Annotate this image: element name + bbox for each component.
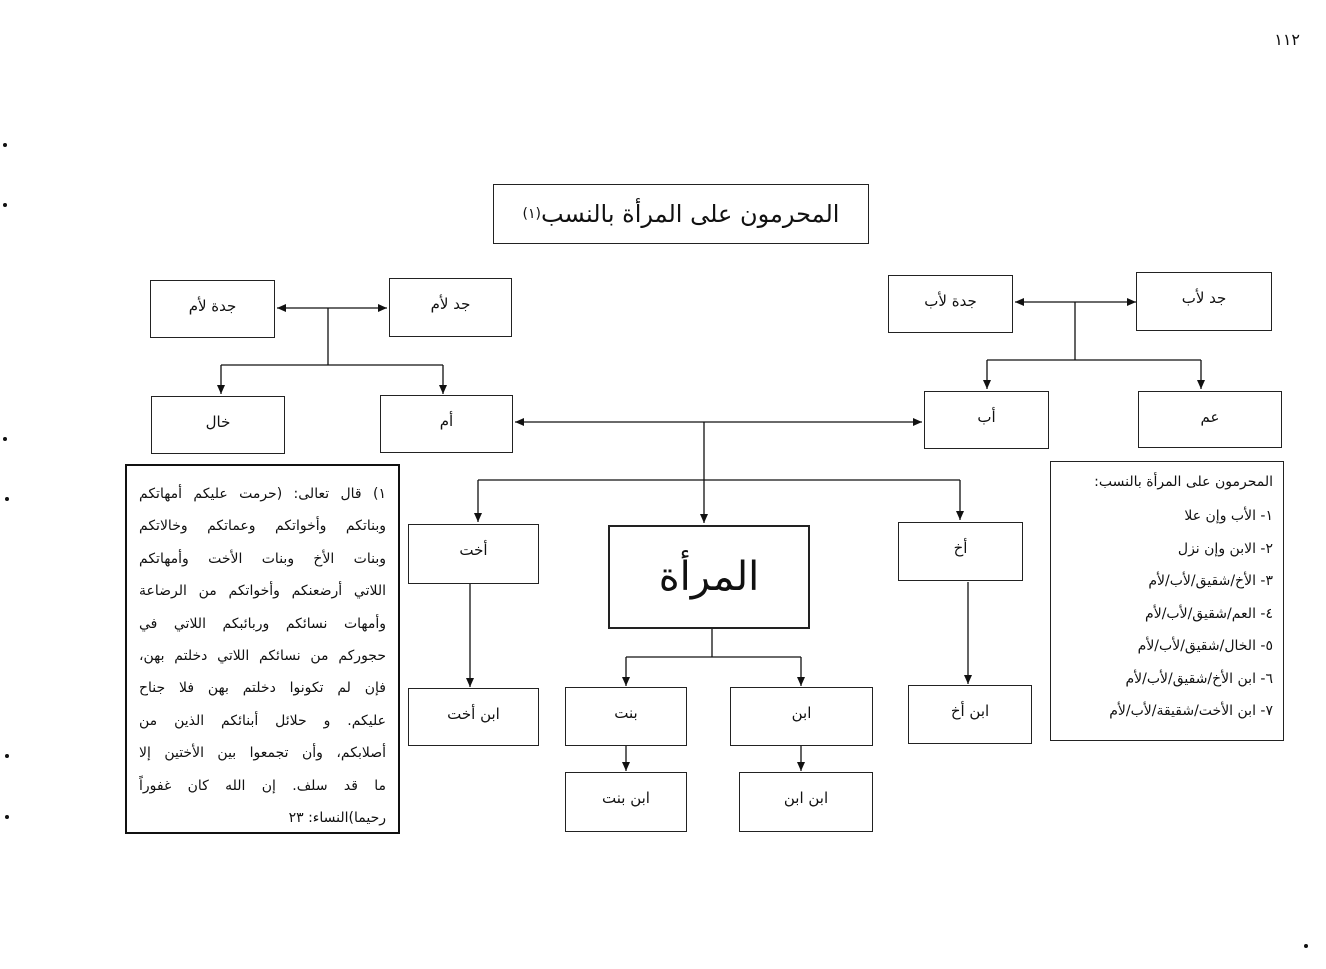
node-brother-son: ابن أخ bbox=[908, 685, 1032, 744]
node-label: المرأة bbox=[658, 554, 760, 600]
node-paternal-grandfather: جد لأب bbox=[1136, 272, 1272, 331]
footnote-line: وأمهات نسائكم وربائبكم اللاتي في bbox=[139, 615, 386, 632]
forbidden-list-item: ٦- ابن الأخ/شقيق/لأب/لأم bbox=[1125, 670, 1273, 687]
footnote-line: عليكم. و حلائل أبنائكم الذين من bbox=[139, 712, 386, 729]
node-label: ابن bbox=[791, 704, 812, 722]
scan-dot bbox=[5, 815, 9, 819]
node-mother: أم bbox=[380, 395, 513, 453]
node-label: ابن أخ bbox=[950, 702, 990, 720]
node-maternal-uncle: خال bbox=[151, 396, 285, 454]
footnote-line: وبنات الأخ وبنات الأخت وأمهاتكم bbox=[139, 550, 386, 567]
forbidden-list-item: ٧- ابن الأخت/شقيقة/لأب/لأم bbox=[1109, 703, 1273, 719]
scan-dot bbox=[1304, 944, 1308, 948]
footnote-line: فإن لم تكونوا دخلتم بهن فلا جناح bbox=[139, 680, 386, 697]
node-maternal-grandfather: جد لأم bbox=[389, 278, 512, 337]
node-sister-son: ابن أخت bbox=[408, 688, 539, 746]
node-son: ابن bbox=[730, 687, 873, 746]
node-label: عم bbox=[1200, 408, 1220, 426]
scan-dot bbox=[3, 143, 7, 147]
node-father: أب bbox=[924, 391, 1049, 449]
footnote-line: رحيما)النساء: ٢٣ bbox=[288, 810, 386, 827]
footnote-line: اللاتي أرضعنكم وأخواتكم من الرضاعة bbox=[139, 583, 386, 600]
diagram-title: المحرمون على المرأة بالنسب(١) bbox=[493, 184, 869, 244]
footnote-box: ١) قال تعالى: (حرمت عليكم أمهاتكم وبناتك… bbox=[125, 464, 400, 834]
node-label: جدة لأم bbox=[188, 297, 237, 315]
node-label: بنت bbox=[614, 704, 638, 722]
node-brother: أخ bbox=[898, 522, 1023, 581]
page-number: ١١٢ bbox=[1274, 30, 1300, 49]
scan-dot bbox=[3, 437, 7, 441]
node-woman: المرأة bbox=[608, 525, 810, 629]
scan-dot bbox=[3, 203, 7, 207]
node-paternal-uncle: عم bbox=[1138, 391, 1282, 448]
node-label: ابن بنت bbox=[602, 789, 650, 807]
node-label: أخت bbox=[459, 541, 488, 559]
node-label: ابن ابن bbox=[783, 789, 829, 807]
scan-dot bbox=[5, 497, 9, 501]
title-footnote-marker: (١) bbox=[522, 206, 541, 222]
forbidden-list-item: ٢- الابن وإن نزل bbox=[1177, 540, 1273, 557]
node-daughter-son: ابن بنت bbox=[565, 772, 687, 832]
node-maternal-grandmother: جدة لأم bbox=[150, 280, 275, 338]
node-label: ابن أخت bbox=[447, 705, 500, 723]
footnote-line: وبناتكم وأخواتكم وعماتكم وخالاتكم bbox=[139, 518, 386, 535]
node-label: جد لأب bbox=[1181, 289, 1227, 307]
node-son-son: ابن ابن bbox=[739, 772, 873, 832]
footnote-line: أصلابكم، وأن تجمعوا بين الأختين إلا bbox=[139, 745, 386, 762]
footnote-line: ١) قال تعالى: (حرمت عليكم أمهاتكم bbox=[139, 486, 386, 502]
footnote-line: ما قد سلف. إن الله كان غفوراً bbox=[139, 777, 386, 794]
node-label: جد لأم bbox=[430, 295, 471, 313]
forbidden-list-item: ٥- الخال/شقيق/لأب/لأم bbox=[1137, 638, 1273, 654]
forbidden-list-item: ١- الأب وإن علا bbox=[1184, 508, 1273, 524]
node-label: أخ bbox=[953, 539, 968, 557]
node-sister: أخت bbox=[408, 524, 539, 584]
node-label: خال bbox=[205, 413, 231, 431]
node-label: أب bbox=[977, 408, 996, 426]
footnote-line: حجوركم من نسائكم اللاتي دخلتم بهن، bbox=[139, 648, 386, 665]
node-paternal-grandmother: جدة لأب bbox=[888, 275, 1013, 333]
forbidden-list-item: ٤- العم/شقيق/لأب/لأم bbox=[1145, 605, 1273, 622]
node-daughter: بنت bbox=[565, 687, 687, 746]
diagram-title-text: المحرمون على المرأة بالنسب bbox=[540, 200, 840, 228]
node-label: أم bbox=[439, 412, 454, 430]
scan-dot bbox=[5, 754, 9, 758]
forbidden-list-box: المحرمون على المرأة بالنسب: ١- الأب وإن … bbox=[1050, 461, 1284, 741]
forbidden-list-item: ٣- الأخ/شقيق/لأب/لأم bbox=[1148, 573, 1273, 589]
forbidden-list-heading: المحرمون على المرأة بالنسب: bbox=[1094, 474, 1273, 490]
node-label: جدة لأب bbox=[924, 292, 977, 310]
